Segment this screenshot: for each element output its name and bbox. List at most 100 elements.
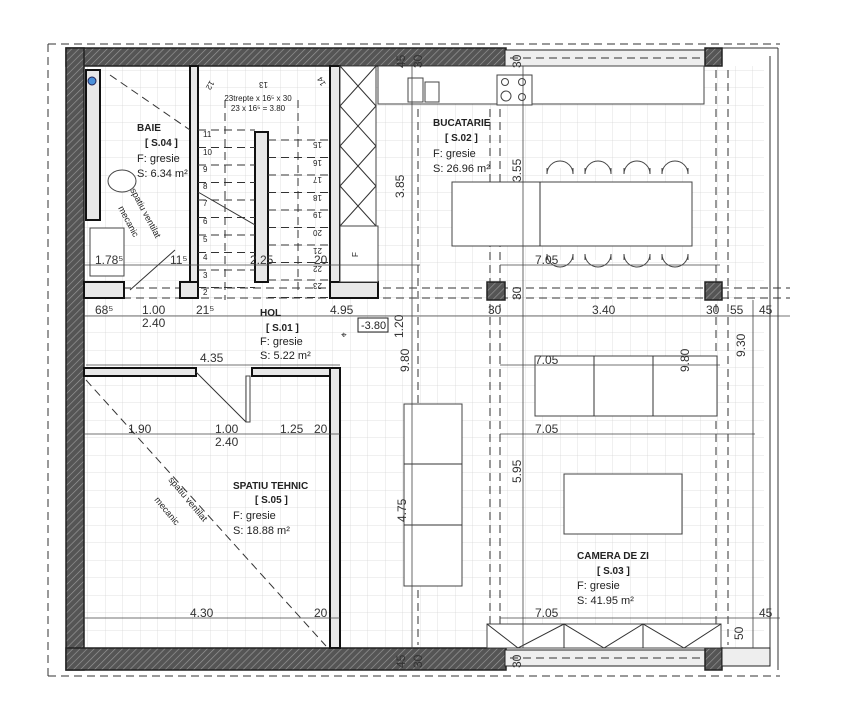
dimension: 20 — [314, 422, 328, 436]
stair-note-1: 23trepte x 16⁵ x 30 — [224, 94, 292, 103]
tall-cabinets — [339, 65, 377, 227]
stair-step: 20 — [313, 228, 322, 237]
room-code: [ S.02 ] — [445, 133, 478, 144]
kitchen-island — [451, 181, 693, 247]
stair-step: 2 — [203, 288, 208, 297]
bar-stool — [661, 253, 689, 268]
room-floor: F: gresie — [577, 580, 620, 592]
dimension: 30 — [706, 303, 720, 317]
bar-stool — [584, 253, 612, 268]
room-area: S: 26.96 m² — [433, 163, 490, 175]
room-name: BAIE — [137, 123, 161, 134]
stair-step: 18 — [313, 193, 322, 202]
dimension: 7.05 — [535, 606, 559, 620]
dimension: 7.05 — [535, 422, 559, 436]
sink — [89, 227, 125, 277]
stair-step: 4 — [203, 253, 208, 262]
dimension: 4.95 — [330, 303, 354, 317]
stair-note-2: 23 x 16⁵ = 3.80 — [231, 104, 286, 113]
drain-icon — [87, 76, 97, 86]
stair-step: 15 — [313, 140, 322, 149]
stair-step: 13 — [259, 80, 268, 89]
dimension: 1.20 — [392, 314, 406, 338]
dimension: 45 — [759, 606, 773, 620]
room-bucatarie[interactable]: BUCATARIE [ S.02 ] F: gresie S: 26.96 m² — [433, 118, 491, 175]
room-floor: F: gresie — [137, 153, 180, 165]
dimension: 4.75 — [395, 498, 409, 522]
dimension: 55 — [730, 303, 744, 317]
stair-step: 7 — [203, 199, 208, 208]
room-area: S: 5.22 m² — [260, 350, 311, 362]
room-area: S: 41.95 m² — [577, 595, 634, 607]
room-hol[interactable]: HOL [ S.01 ] F: gresie S: 5.22 m² — [260, 308, 311, 362]
dimension: 1.00 — [215, 422, 239, 436]
level-symbol-icon: ⌖ — [341, 330, 347, 341]
coffee-table — [563, 473, 683, 535]
dimension: 11⁵ — [170, 253, 187, 267]
room-code: [ S.05 ] — [255, 495, 288, 506]
stair-step: 22 — [313, 264, 322, 273]
room-area: S: 18.88 m² — [233, 525, 290, 537]
dimension: 20 — [314, 606, 328, 620]
bar-stool — [584, 160, 612, 175]
bar-stool — [623, 160, 651, 175]
room-name: SPATIU TEHNIC — [233, 481, 308, 492]
dimension: 4.30 — [190, 606, 214, 620]
dimension: 30 — [411, 54, 425, 68]
exterior-walls — [65, 47, 771, 671]
stair-step: 21 — [313, 246, 322, 255]
dimension: 45 — [394, 654, 408, 668]
sink-basin — [407, 77, 424, 103]
dimension: 1.25 — [280, 422, 304, 436]
sofa — [534, 355, 718, 417]
stair-step: 23 — [313, 281, 322, 290]
bar-stool — [546, 253, 574, 268]
room-name: CAMERA DE ZI — [577, 551, 649, 562]
room-camera-de-zi[interactable]: CAMERA DE ZI [ S.03 ] F: gresie S: 41.95… — [577, 551, 649, 607]
doors — [129, 249, 251, 423]
dimension: 1.00 — [142, 303, 166, 317]
room-floor: F: gresie — [233, 510, 276, 522]
dimension-lines — [84, 66, 790, 648]
sliding-window — [486, 623, 722, 649]
stair-step: 3 — [203, 271, 208, 280]
stair-step: 16 — [313, 158, 322, 167]
stair-step: 5 — [203, 235, 208, 244]
dimension: 3.40 — [592, 303, 616, 317]
interior-walls — [83, 65, 379, 649]
level-marker: -3.80 — [361, 320, 386, 332]
pillar — [486, 281, 506, 301]
dimension: 30 — [510, 654, 524, 668]
room-spatiu-tehnic[interactable]: SPATIU TEHNIC [ S.05 ] F: gresie S: 18.8… — [233, 481, 308, 537]
dimension: 9.30 — [734, 333, 748, 357]
dimension: 4.35 — [200, 351, 224, 365]
stair-step: 17 — [313, 175, 322, 184]
dimension: 30 — [488, 303, 502, 317]
dimension: 20 — [314, 253, 328, 267]
dimension: 2.40 — [215, 435, 239, 449]
room-baie[interactable]: BAIE [ S.04 ] F: gresie S: 6.34 m² — [137, 123, 188, 180]
room-floor: F: gresie — [433, 148, 476, 160]
dimension: 45 — [759, 303, 773, 317]
dimension: 1.78⁵ — [95, 253, 123, 267]
stair-step: 9 — [203, 165, 208, 174]
bar-stools — [546, 160, 689, 268]
room-code: [ S.01 ] — [266, 323, 299, 334]
bar-stool — [623, 253, 651, 268]
dimension: 30 — [411, 654, 425, 668]
dimension-labels: 1.78⁵ 11⁵ 2.25 20 68⁵ 1.00 2.40 21⁵ 4.95… — [95, 54, 773, 668]
pillar — [704, 281, 723, 301]
furniture: F — [85, 65, 722, 649]
dimension: 30 — [510, 286, 524, 300]
dimension: 45 — [394, 54, 408, 68]
staircase[interactable]: 23trepte x 16⁵ x 30 23 x 16⁵ = 3.80 11 1… — [197, 75, 330, 300]
toilet — [107, 169, 137, 193]
dimension: 21⁵ — [196, 303, 214, 317]
room-code: [ S.03 ] — [597, 566, 630, 577]
room-area: S: 6.34 m² — [137, 168, 188, 180]
bar-stool — [661, 160, 689, 175]
stair-step: 11 — [203, 130, 212, 139]
dimension: 3.85 — [393, 174, 407, 198]
dimension: 5.95 — [510, 459, 524, 483]
